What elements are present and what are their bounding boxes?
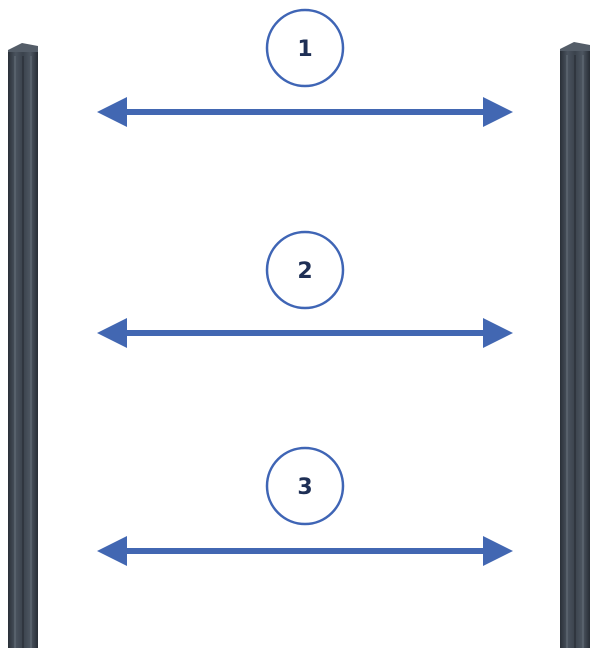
arrow-shaft <box>118 548 490 554</box>
arrow-head-left <box>97 536 127 566</box>
arrow-head-left <box>97 97 127 127</box>
arrow-shaft <box>118 330 490 336</box>
marker-number: 1 <box>297 37 312 62</box>
arrow-head-right <box>483 318 513 348</box>
marker-1: 1 <box>265 8 345 88</box>
marker-circle <box>265 8 345 88</box>
double-headed-arrow-icon <box>97 536 513 566</box>
marker-number: 2 <box>297 259 312 284</box>
double-headed-arrow-icon <box>97 318 513 348</box>
arrow-head-left <box>97 318 127 348</box>
span-arrow-3 <box>97 536 513 566</box>
marker-circle <box>265 230 345 310</box>
right-post <box>560 42 590 648</box>
marker-2: 2 <box>265 230 345 310</box>
marker-3: 3 <box>265 446 345 526</box>
left-post <box>8 43 38 648</box>
span-arrow-1 <box>97 97 513 127</box>
marker-number: 3 <box>297 475 312 500</box>
span-arrow-2 <box>97 318 513 348</box>
marker-circle <box>265 446 345 526</box>
arrow-shaft <box>118 109 490 115</box>
double-headed-arrow-icon <box>97 97 513 127</box>
arrow-head-right <box>483 536 513 566</box>
arrow-head-right <box>483 97 513 127</box>
